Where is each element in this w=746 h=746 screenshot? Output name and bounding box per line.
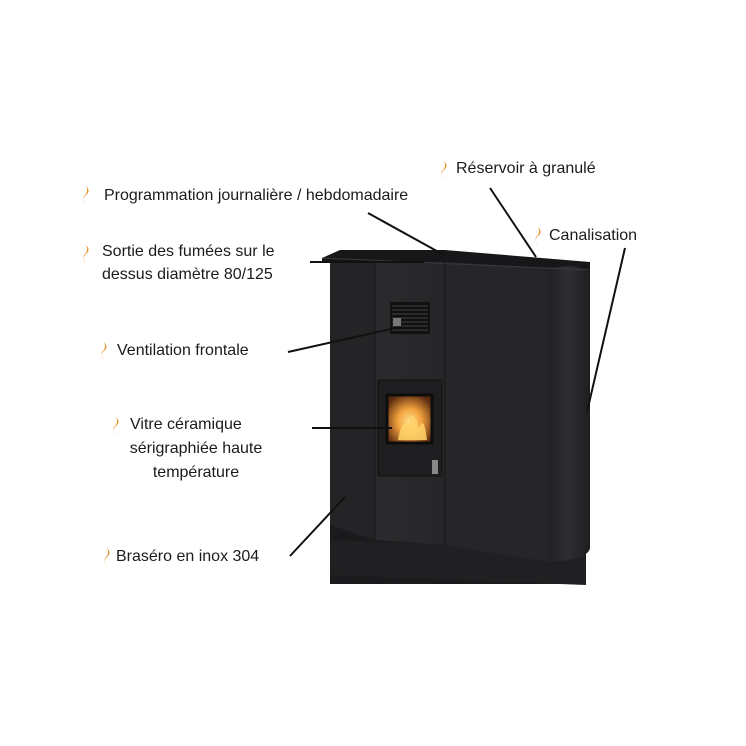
flame-icon — [101, 342, 107, 360]
label-vitre-line3: température — [152, 464, 240, 481]
stove-side — [548, 261, 590, 562]
label-canalisation: Canalisation — [549, 227, 638, 244]
label-vitre-line2: sérigraphiée haute — [129, 440, 263, 457]
flame-icon — [104, 548, 110, 566]
flame-icon — [83, 245, 89, 263]
stove-right-panel — [445, 258, 548, 562]
label-ventilation: Ventilation frontale — [117, 342, 249, 359]
stove-top — [322, 250, 590, 275]
flame-icon — [535, 227, 541, 245]
door-handle — [432, 460, 438, 474]
flame-icon — [113, 417, 119, 435]
label-sortie-line1: Sortie des fumées sur le — [102, 243, 275, 260]
stove-left-panel — [330, 258, 375, 540]
label-brasero: Braséro en inox 304 — [116, 548, 260, 565]
label-vitre-line1: Vitre céramique — [130, 416, 242, 433]
flame-icon — [441, 161, 447, 179]
flame-icon — [83, 186, 89, 204]
callout-lines — [287, 187, 626, 557]
label-reservoir: Réservoir à granulé — [456, 160, 596, 177]
label-sortie-line2: dessus diamètre 80/125 — [102, 266, 273, 283]
label-programmation: Programmation journalière / hebdomadaire — [104, 187, 409, 204]
